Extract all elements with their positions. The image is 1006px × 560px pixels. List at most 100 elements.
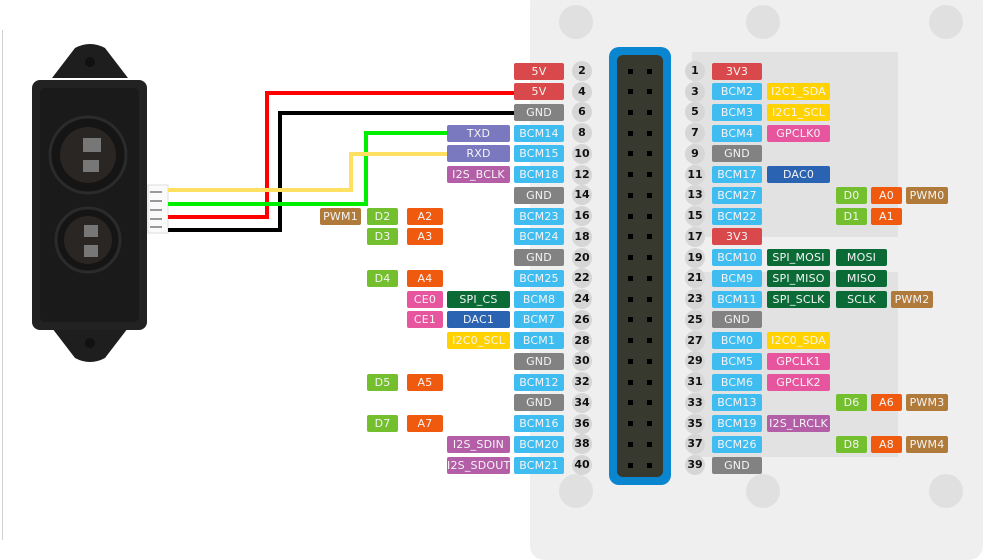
pin-label-d: D4 bbox=[367, 269, 398, 287]
pin-number: 32 bbox=[572, 372, 592, 393]
mount-hole bbox=[929, 5, 963, 39]
header-pin bbox=[628, 213, 633, 219]
pin-label-bcm: BCM14 bbox=[514, 124, 564, 142]
header-pin bbox=[628, 421, 633, 427]
pin-label-spi: SPI_MISO bbox=[767, 269, 830, 287]
pin-label-spi: MOSI bbox=[836, 249, 887, 267]
pin-number: 6 bbox=[572, 102, 592, 123]
pin-label-a: A4 bbox=[407, 269, 443, 287]
pin-number: 19 bbox=[685, 247, 705, 268]
pin-number: 2 bbox=[572, 61, 592, 81]
header-pin bbox=[647, 130, 652, 136]
pin-label-a: A2 bbox=[407, 207, 443, 225]
pin-number: 11 bbox=[685, 164, 705, 185]
pin-label-bcm: BCM2 bbox=[712, 83, 762, 101]
pin-label-bcm: BCM18 bbox=[514, 166, 564, 184]
mount-hole bbox=[929, 474, 963, 508]
pin-number: 29 bbox=[685, 351, 705, 372]
pin-number: 21 bbox=[685, 268, 705, 289]
wire-txd bbox=[168, 131, 447, 206]
pin-label-bcm: BCM9 bbox=[712, 269, 762, 287]
pin-number: 17 bbox=[685, 226, 705, 247]
header-pin bbox=[628, 89, 633, 95]
header-pin bbox=[628, 172, 633, 178]
pin-label-gnd: GND bbox=[514, 249, 564, 267]
pin-number: 13 bbox=[685, 185, 705, 206]
header-pin bbox=[647, 109, 652, 115]
header-pin bbox=[628, 441, 633, 447]
pin-label-a: A5 bbox=[407, 373, 443, 391]
pin-label-a: A1 bbox=[871, 207, 902, 225]
wire-5v bbox=[168, 91, 514, 219]
pin-label-gnd: GND bbox=[712, 456, 762, 474]
pin-label-bcm: BCM7 bbox=[514, 311, 564, 329]
pin-number: 3 bbox=[685, 81, 705, 102]
pin-label-pwm: PWM0 bbox=[906, 186, 948, 204]
header-pin bbox=[628, 151, 633, 157]
pin-label-spi: SCLK bbox=[836, 290, 887, 308]
pin-label-d: D6 bbox=[836, 394, 867, 412]
mount-hole bbox=[559, 474, 593, 508]
pin-label-bcm: BCM12 bbox=[514, 373, 564, 391]
pin-number: 28 bbox=[572, 330, 592, 351]
mount-hole bbox=[746, 5, 780, 39]
pin-label-ce: CE0 bbox=[407, 290, 443, 308]
pin-number: 12 bbox=[572, 164, 592, 185]
pin-label-bcm: BCM16 bbox=[514, 415, 564, 433]
pin-label-spi: MISO bbox=[836, 269, 887, 287]
pin-number: 18 bbox=[572, 226, 592, 247]
pin-label-ce: CE1 bbox=[407, 311, 443, 329]
header-pin bbox=[647, 421, 652, 427]
pin-label-dac: DAC1 bbox=[447, 311, 510, 329]
header-pin bbox=[628, 358, 633, 364]
pin-label-dac: DAC0 bbox=[767, 166, 830, 184]
pin-number: 33 bbox=[685, 392, 705, 413]
pin-label-bcm: BCM17 bbox=[712, 166, 762, 184]
pin-number: 8 bbox=[572, 123, 592, 144]
pin-label-bcm: BCM22 bbox=[712, 207, 762, 225]
pin-label-a: A0 bbox=[871, 186, 902, 204]
pin-label-gnd: GND bbox=[514, 186, 564, 204]
pin-label-gpclk: GPCLK0 bbox=[767, 124, 830, 142]
pin-number: 22 bbox=[572, 268, 592, 289]
distance-sensor-image bbox=[32, 44, 169, 362]
pin-label-d: D8 bbox=[836, 435, 867, 453]
pin-number: 37 bbox=[685, 434, 705, 455]
header-pin bbox=[628, 275, 633, 281]
header-pin bbox=[647, 338, 652, 344]
pin-number: 10 bbox=[572, 143, 592, 164]
mount-hole bbox=[559, 5, 593, 39]
pin-number: 7 bbox=[685, 123, 705, 144]
header-pin bbox=[647, 441, 652, 447]
pin-label-bcm: BCM24 bbox=[514, 228, 564, 246]
pin-number: 38 bbox=[572, 434, 592, 455]
pin-label-i2s: I2S_LRCLK bbox=[767, 415, 830, 433]
pin-number: 35 bbox=[685, 413, 705, 434]
pin-label-bcm: BCM20 bbox=[514, 435, 564, 453]
pin-label-bcm: BCM27 bbox=[712, 186, 762, 204]
wire-gnd bbox=[168, 111, 514, 232]
header-pin bbox=[647, 89, 652, 95]
header-pin bbox=[628, 234, 633, 240]
pin-label-d: D7 bbox=[367, 415, 398, 433]
pin-number: 9 bbox=[685, 143, 705, 164]
pin-label-pwm: PWM1 bbox=[320, 207, 361, 225]
pin-label-uart: RXD bbox=[447, 145, 510, 163]
pin-number: 40 bbox=[572, 455, 592, 476]
header-pin bbox=[628, 338, 633, 344]
pin-label-bcm: BCM19 bbox=[712, 415, 762, 433]
header-pin bbox=[647, 151, 652, 157]
pin-number: 1 bbox=[685, 61, 705, 81]
pin-label-a: A7 bbox=[407, 415, 443, 433]
pin-label-bcm: BCM11 bbox=[712, 290, 762, 308]
header-pin bbox=[647, 192, 652, 198]
header-pin bbox=[647, 379, 652, 385]
pin-label-d: D0 bbox=[836, 186, 867, 204]
pin-label-gnd: GND bbox=[712, 311, 762, 329]
pin-number: 20 bbox=[572, 247, 592, 268]
pin-label-gnd: GND bbox=[514, 103, 564, 121]
pin-label-bcm: BCM21 bbox=[514, 456, 564, 474]
header-pin bbox=[647, 234, 652, 240]
pin-number: 31 bbox=[685, 372, 705, 393]
pin-number: 24 bbox=[572, 289, 592, 310]
